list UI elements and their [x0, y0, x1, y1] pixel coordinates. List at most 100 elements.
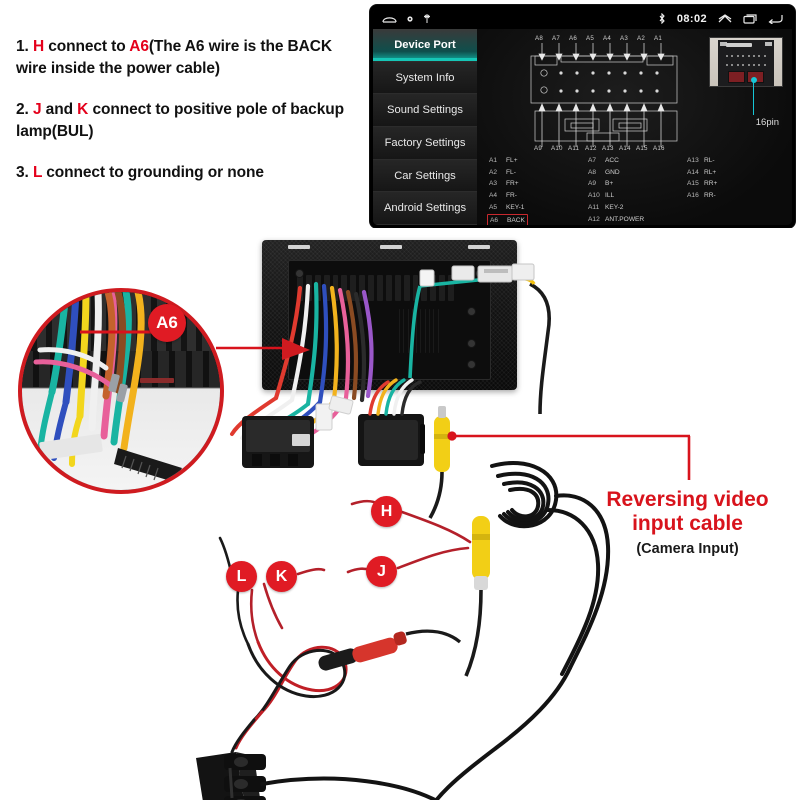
pin-legend-value: FL+ [506, 157, 518, 164]
instruction-text: connect to positive pole of backup lamp(… [16, 101, 344, 140]
callout-arrow-a6 [282, 338, 310, 360]
head-unit-screw [295, 269, 304, 278]
tablet-screen: 08:02 Device Port System [373, 8, 792, 225]
connector-pin-label-bottom: A9 [534, 145, 542, 152]
connector-pin-label-bottom: A11 [568, 145, 580, 152]
pin-legend-pin: A3 [489, 180, 498, 188]
instruction-highlight: H [32, 38, 45, 55]
connector-red-block-left [728, 71, 745, 84]
connector-photo-body [718, 40, 774, 86]
callout-dot-16pin [751, 77, 757, 83]
chevron-up-icon[interactable] [718, 14, 732, 23]
sidebar-item-sound-settings[interactable]: Sound Settings [373, 94, 477, 128]
reversing-cable-label-line1: Reversing video [606, 488, 769, 511]
pin-legend-pin: A16 [687, 192, 699, 200]
pin-legend-row: A12 ANT.POWER [586, 214, 685, 225]
connector-pin-label-bottom: A12 [585, 145, 597, 152]
pin-legend-value: RR- [704, 192, 716, 200]
connector-pin-label-top: A7 [552, 35, 560, 42]
pin-legend-value: RR+ [704, 180, 718, 188]
magnified-wires-svg [33, 292, 182, 482]
harness-connector-left [242, 416, 314, 468]
pin-legend-pin: A11 [588, 203, 600, 211]
connector-pin-label-top: A6 [569, 35, 577, 42]
head-unit-clip [468, 245, 490, 249]
connector-top-bar [725, 43, 752, 48]
back-icon[interactable] [768, 14, 783, 24]
sidebar-label: System Info [395, 71, 455, 84]
connector-pin-label-top: A2 [637, 35, 645, 42]
status-bar-right-icons: 08:02 [658, 13, 783, 25]
pin-legend-value: RL- [704, 157, 715, 164]
connector-pin-label-bottom: A14 [619, 145, 631, 152]
callout-line-16pin [752, 81, 754, 115]
connector-photo-16pin [709, 37, 783, 87]
pin-legend-value: FR+ [506, 180, 519, 188]
wiring-illustration-svg [196, 263, 691, 800]
connector-pin-label-top: A5 [586, 35, 594, 42]
pin-legend-pin: A12 [588, 215, 600, 223]
sidebar-item-android-settings[interactable]: Android Settings [373, 192, 477, 225]
pin-legend-value: GND [605, 168, 620, 176]
recents-icon[interactable] [743, 13, 757, 24]
pin-legend-pin: A14 [687, 168, 699, 176]
connector-pin-label-bottom: A16 [653, 145, 665, 152]
sidebar-item-car-settings[interactable]: Car Settings [373, 159, 477, 193]
connector-tab-left [719, 42, 727, 46]
connector-pin-label-bottom: A13 [602, 145, 614, 152]
pin-legend-value: ACC [605, 157, 619, 164]
pin-legend-value: ANT.POWER [605, 215, 645, 223]
instruction-item-1: 1. H connect to A6(The A6 wire is the BA… [16, 36, 362, 80]
pin-legend-row: A16 RR- [685, 190, 784, 202]
pin-legend-value: KEY-2 [605, 203, 624, 211]
sidebar-item-factory-settings[interactable]: Factory Settings [373, 127, 477, 160]
connector-outline-svg [530, 43, 678, 147]
connector-tab-right [765, 42, 773, 46]
badge-k: K [266, 561, 297, 592]
settings-sidebar: Device Port System Info Sound Settings F… [373, 29, 477, 225]
home-icon[interactable] [382, 13, 397, 24]
head-unit-plug-connectors [419, 263, 535, 287]
connector-pin-label-top: A1 [654, 35, 662, 42]
sidebar-item-system-info[interactable]: System Info [373, 61, 477, 95]
camera-cable-coil [490, 461, 611, 676]
instruction-text: (The A6 wire is the BACK wire inside the… [16, 38, 332, 77]
instruction-highlight: L [32, 164, 43, 181]
connector-pin-label-bottom: A15 [636, 145, 648, 152]
badge-a6: A6 [148, 304, 186, 342]
magnified-a6-callout [18, 288, 224, 494]
pin-legend-pin: A8 [588, 168, 597, 176]
sidebar-item-device-port[interactable]: Device Port [373, 29, 477, 62]
pin-legend-value: ILL [605, 192, 615, 200]
badge-h: H [371, 496, 402, 527]
instruction-text: connect to grounding or none [42, 164, 264, 181]
sidebar-label: Car Settings [394, 169, 456, 182]
instruction-highlight: J [32, 101, 42, 118]
pin-legend-row: A3 FR+ [487, 178, 586, 190]
location-icon[interactable] [423, 14, 431, 23]
instruction-item-3: 3. L connect to grounding or none [16, 162, 362, 184]
badge-l: L [226, 561, 257, 592]
badge-j: J [366, 556, 397, 587]
pin-legend-row: A7 ACC [586, 155, 685, 167]
settings-gear-icon[interactable] [406, 15, 414, 23]
pin-legend-pin: A7 [588, 157, 597, 164]
wiring-photo-diagram: A6 H J K L Reversing video input cable (… [0, 228, 800, 800]
connector-pin-row [723, 52, 769, 61]
sidebar-label: Android Settings [383, 202, 467, 215]
instruction-number: 1. [16, 38, 33, 55]
head-unit-screw [467, 307, 476, 316]
bluetooth-icon [658, 13, 666, 24]
tablet-content-area: Device Port System Info Sound Settings F… [373, 29, 792, 225]
